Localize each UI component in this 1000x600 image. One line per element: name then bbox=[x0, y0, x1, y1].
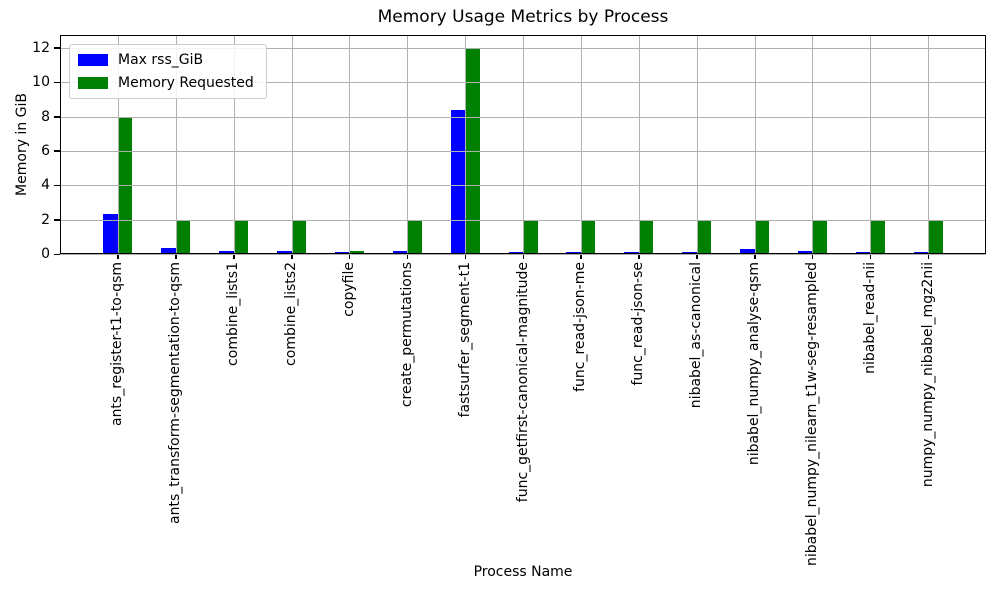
bar-max-rss bbox=[797, 250, 813, 254]
legend-swatch bbox=[78, 54, 108, 66]
x-tick-label: create_permutations bbox=[398, 262, 415, 408]
x-tick-mark bbox=[464, 254, 467, 259]
x-axis-label: Process Name bbox=[473, 564, 573, 580]
gridline-v bbox=[117, 35, 119, 254]
x-tick-label: ants_register-t1-to-qsm bbox=[109, 262, 126, 427]
bar-max-rss bbox=[450, 109, 466, 254]
y-tick-label: 0 bbox=[41, 246, 50, 262]
y-tick-mark bbox=[54, 81, 60, 84]
x-tick-label: numpy_numpy_nibabel_mgz2nii bbox=[919, 262, 936, 488]
bar-max-rss bbox=[855, 251, 871, 254]
x-tick-label: nibabel_numpy_analyse-qsm bbox=[746, 262, 762, 466]
gridline-v bbox=[580, 35, 582, 254]
gridline-h bbox=[60, 254, 986, 255]
gridline-v bbox=[407, 35, 409, 254]
legend-swatch bbox=[78, 77, 108, 89]
bar-max-rss bbox=[682, 251, 697, 254]
x-tick-label: nibabel_as-canonical bbox=[688, 262, 705, 409]
x-tick-mark bbox=[927, 254, 930, 259]
x-tick-label: func_read-json-me bbox=[572, 262, 589, 392]
bar-memory-requested bbox=[812, 219, 827, 254]
y-tick-mark bbox=[54, 184, 60, 187]
gridline-v bbox=[754, 35, 756, 254]
gridline-v bbox=[233, 35, 235, 254]
bar-memory-requested bbox=[928, 219, 943, 254]
x-tick-mark bbox=[233, 254, 235, 259]
x-tick-mark bbox=[580, 254, 582, 259]
plot-area: Max rss_GiB Memory Requested 0 2 4 6 8 10 12 an… bbox=[32, 35, 986, 566]
x-tick-mark bbox=[348, 254, 351, 259]
gridline-v bbox=[928, 35, 930, 254]
bar-max-rss bbox=[334, 251, 350, 254]
bar-max-rss bbox=[913, 251, 929, 254]
bar-max-rss bbox=[277, 251, 292, 254]
y-tick-mark bbox=[54, 116, 60, 118]
y-tick-label: 12 bbox=[32, 39, 50, 56]
y-tick-label: 2 bbox=[41, 211, 50, 228]
bar-memory-requested bbox=[754, 219, 769, 254]
y-tick-label: 8 bbox=[41, 108, 50, 125]
bar-max-rss bbox=[219, 251, 234, 254]
gridline-v bbox=[696, 35, 698, 254]
x-tick-label: combine_lists2 bbox=[283, 262, 299, 366]
bar-memory-requested bbox=[233, 219, 249, 254]
x-tick-label: func_read-json-se bbox=[630, 262, 647, 386]
x-tick-mark bbox=[522, 254, 524, 259]
x-tick-label: nibabel_read-nii bbox=[861, 262, 878, 374]
bar-memory-requested bbox=[465, 47, 480, 254]
bar-memory-requested bbox=[696, 219, 712, 254]
x-tick-mark bbox=[869, 254, 872, 259]
bar-max-rss bbox=[508, 251, 523, 254]
bar-max-rss bbox=[566, 251, 581, 254]
gridline-v bbox=[638, 35, 640, 254]
bar-max-rss bbox=[740, 248, 755, 254]
x-tick-mark bbox=[175, 254, 177, 259]
y-tick-label: 10 bbox=[32, 74, 50, 91]
y-tick-mark bbox=[54, 219, 60, 221]
x-tick-mark bbox=[754, 254, 756, 259]
x-tick-label: copyfile bbox=[340, 262, 357, 317]
legend-item-memory-requested: Memory Requested bbox=[78, 75, 254, 91]
legend-label: Memory Requested bbox=[118, 75, 254, 91]
gridline-v bbox=[349, 35, 351, 254]
x-tick-label: func_getfirst-canonical-magnitude bbox=[514, 262, 531, 503]
bar-memory-requested bbox=[870, 219, 885, 254]
y-tick-mark bbox=[54, 150, 60, 152]
legend-label: Max rss_GiB bbox=[118, 52, 204, 68]
x-tick-label: nibabel_numpy_nilearn_t1w-seg-resampled bbox=[803, 262, 820, 566]
bar-memory-requested bbox=[175, 219, 191, 254]
gridline-v bbox=[523, 35, 524, 254]
bar-max-rss bbox=[624, 251, 639, 254]
x-tick-mark bbox=[117, 254, 119, 259]
x-tick-mark bbox=[811, 254, 814, 259]
gridline-v bbox=[812, 35, 814, 254]
bar-memory-requested bbox=[523, 219, 538, 254]
bar-memory-requested bbox=[580, 219, 596, 254]
y-tick-mark bbox=[54, 47, 60, 49]
bar-memory-requested bbox=[291, 219, 306, 254]
bar-max-rss bbox=[161, 247, 176, 254]
y-tick-label: 6 bbox=[41, 142, 50, 159]
x-tick-label: ants_transform-segmentation-to-qsm bbox=[167, 262, 184, 524]
bar-memory-requested bbox=[349, 250, 364, 254]
x-tick-mark bbox=[406, 254, 409, 259]
y-tick-mark bbox=[54, 253, 60, 255]
legend: Max rss_GiB Memory Requested bbox=[69, 44, 267, 99]
bar-max-rss bbox=[103, 213, 118, 254]
chart-title: Memory Usage Metrics by Process bbox=[377, 7, 669, 27]
x-tick-label: fastsurfer_segment-t1 bbox=[456, 262, 473, 418]
bar-memory-requested bbox=[407, 219, 422, 254]
y-tick-label: 4 bbox=[41, 177, 50, 194]
legend-item-max-rss: Max rss_GiB bbox=[78, 52, 254, 68]
x-tick-label: combine_lists1 bbox=[225, 262, 242, 366]
gridline-v bbox=[175, 35, 177, 254]
gridline-v bbox=[291, 35, 293, 254]
bar-memory-requested bbox=[638, 219, 654, 254]
gridline-v bbox=[465, 35, 467, 254]
x-tick-mark bbox=[638, 254, 640, 259]
gridline-v bbox=[870, 35, 872, 254]
x-tick-mark bbox=[696, 254, 698, 259]
bar-max-rss bbox=[392, 251, 408, 254]
x-tick-mark bbox=[291, 254, 293, 259]
